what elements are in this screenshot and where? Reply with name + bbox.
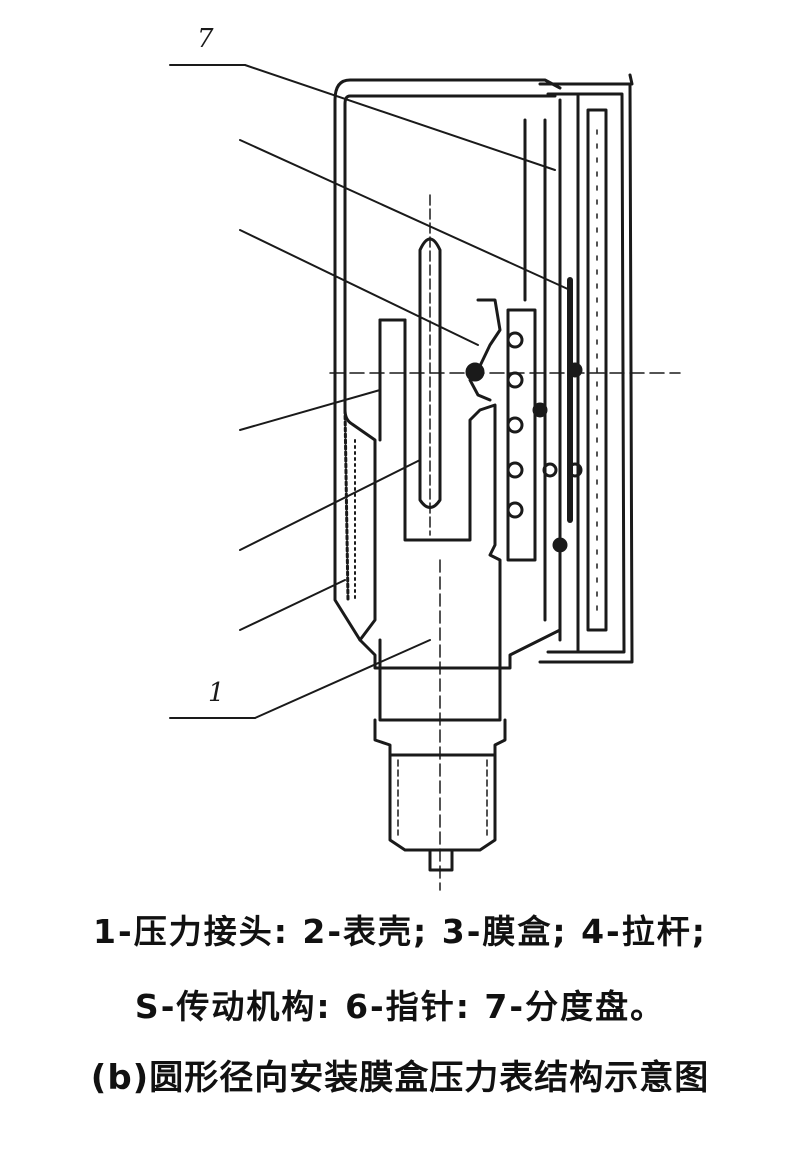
caption-line-1: 1-压力接头: 2-表壳; 3-膜盒; 4-拉杆; <box>93 912 707 951</box>
socket-body <box>378 318 502 722</box>
leader-lines <box>169 64 571 719</box>
capsule <box>506 308 537 562</box>
label-1: 1 <box>208 678 225 708</box>
pull-rod <box>418 237 442 509</box>
caption-title: (b)圆形径向安装膜盒压力表结构示意图 <box>90 1058 710 1098</box>
transmission-mechanism <box>468 298 502 402</box>
dial-plate <box>586 108 608 632</box>
caption-line-2: S-传动机构: 6-指针: 7-分度盘。 <box>134 987 666 1026</box>
label-7: 7 <box>197 24 214 54</box>
pressure-gauge-diagram <box>169 64 681 891</box>
